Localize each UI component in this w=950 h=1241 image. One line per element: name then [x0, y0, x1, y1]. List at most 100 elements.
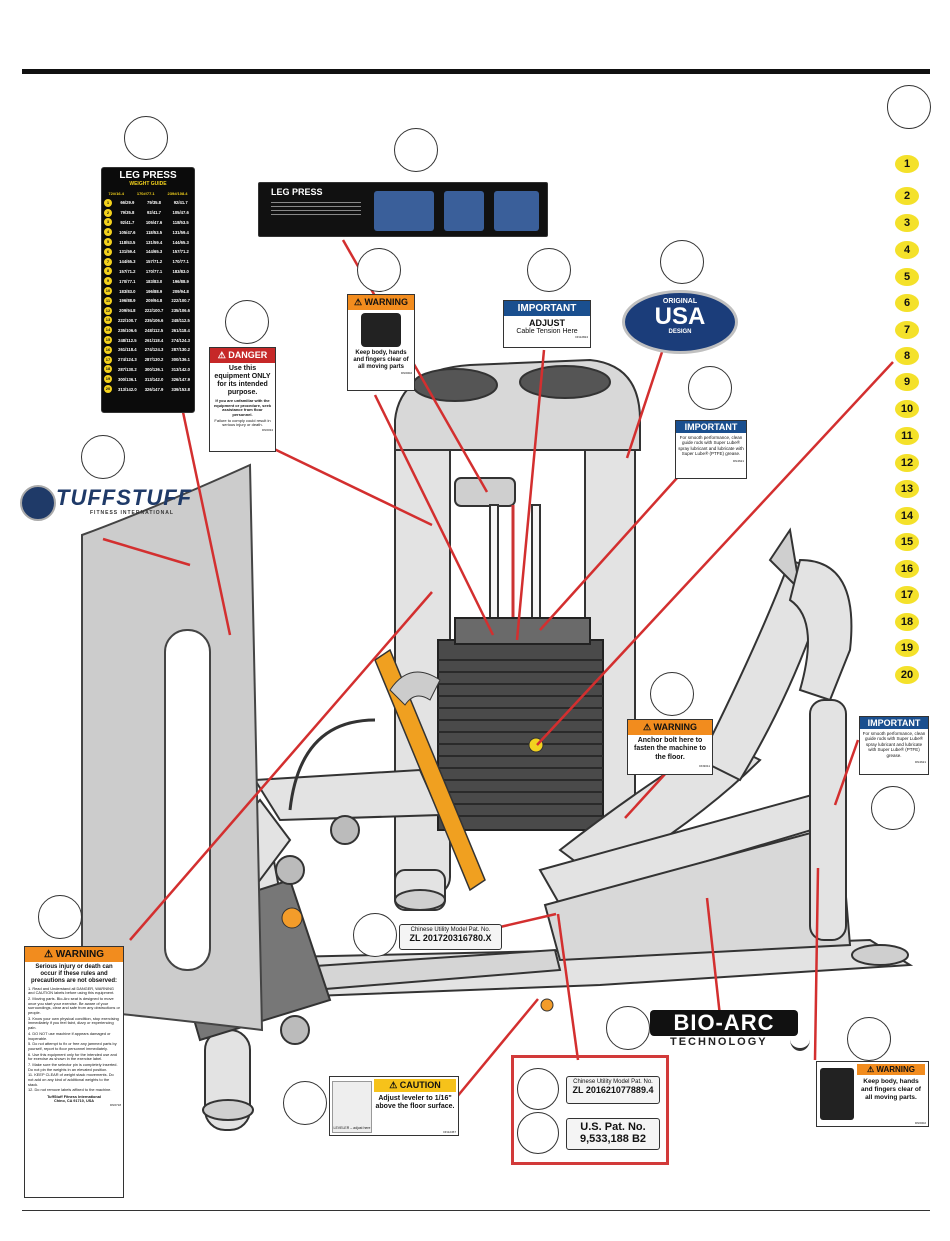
patent-line2: ZL 201720316780.X — [409, 933, 492, 943]
warning-text: Anchor bolt here to fasten the machine t… — [634, 737, 706, 761]
chart-cell: 170/77.1 — [145, 268, 163, 274]
warning-rule-item: 5. Do not attempt to fix or free any jam… — [28, 1041, 117, 1051]
chart-cell: 248/112.5 — [144, 327, 164, 333]
chart-row-number: 19 — [104, 375, 112, 384]
chart-cell: 209/94.8 — [119, 308, 136, 314]
chart-cell: 287/130.2 — [171, 347, 190, 353]
exercise-figure — [494, 191, 539, 231]
callout-circle — [517, 1068, 559, 1110]
chart-cell: 92/41.7 — [120, 219, 135, 225]
patent-label-cn-2: Chinese Utility Model Pat. No. ZL 201621… — [566, 1076, 660, 1104]
tuffstuff-emblem-icon — [20, 485, 56, 521]
caution-header: ⚠ CAUTION — [374, 1079, 456, 1092]
warning-triangle-icon: ⚠ — [866, 1065, 875, 1074]
usa-design-badge: ORIGINAL USA DESIGN — [622, 290, 738, 354]
callout-circle — [660, 240, 704, 284]
important-lube-label: IMPORTANT For smooth performance, clean … — [859, 716, 929, 775]
chart-cell: 118/53.5 — [145, 229, 163, 235]
danger-label: ⚠ DANGER Use this equipment ONLY for its… — [209, 347, 276, 452]
leveler-label: LEVELER – adjust here — [333, 1126, 371, 1130]
callout-circle — [606, 1006, 650, 1050]
warning-rule-item: 1. Read and Understand all DANGER, WARNI… — [28, 985, 115, 996]
important-text: For smooth performance, clean guide rods… — [862, 731, 926, 758]
tuffstuff-name: TUFFSTUFF — [56, 485, 193, 510]
chart-row-number: 2 — [104, 208, 112, 217]
number-badge: 3 — [895, 214, 919, 232]
chart-cell: 144/65.3 — [119, 259, 136, 265]
chart-cell: 313/142.0 — [144, 376, 164, 382]
important-text: For smooth performance, clean guide rods… — [678, 435, 744, 457]
important-header: IMPORTANT — [504, 301, 590, 316]
chart-cell: 196/88.9 — [119, 298, 136, 304]
label-code: DN6002 — [914, 1121, 926, 1125]
chart-cell: 144/65.3 — [145, 249, 163, 255]
important-header: IMPORTANT — [860, 717, 928, 729]
tuffstuff-logo: TUFFSTUFF FITNESS INTERNATIONAL — [20, 483, 191, 521]
warning-rule-item: 3. Know your own physical condition, sto… — [28, 1015, 119, 1031]
chart-cell: 235/106.6 — [171, 308, 190, 314]
warning-rule-item: 11. KEEP CLEAR of weight stack movements… — [28, 1072, 114, 1087]
warning-rule-item: 7. Make sure the selector pin is complet… — [28, 1061, 118, 1072]
warning-footer1: TuffStuff Fitness International — [47, 1095, 101, 1100]
chart-row-number: 17 — [104, 355, 112, 364]
callout-circle — [887, 85, 931, 129]
chart-col-header: 72#/16.4 — [108, 191, 124, 196]
chart-row-number: 16 — [104, 345, 112, 354]
patent-label-cn-1: Chinese Utility Model Pat. No. ZL 201720… — [399, 924, 502, 950]
number-badge: 9 — [895, 373, 919, 391]
warning-anchor-label: ⚠ WARNING Anchor bolt here to fasten the… — [627, 719, 713, 775]
warning-label-hands: ⚠ WARNING Keep body, hands and fingers c… — [347, 294, 415, 391]
chart-cell: 170/77.1 — [119, 278, 136, 284]
chart-cell: 105/47.6 — [119, 229, 136, 235]
patent-line2: 9,533,188 B2 — [579, 1133, 647, 1145]
warning-rule-item: 6. Use this equipment only for the inten… — [28, 1051, 117, 1062]
usa-main: USA — [654, 303, 706, 330]
bio-arc-logo: BIO-ARC TECHNOLOGY — [650, 1010, 810, 1052]
chart-row-number: 9 — [104, 277, 112, 286]
chart-cell: 287/130.2 — [144, 357, 164, 363]
bio-arc-line2: TECHNOLOGY — [670, 1036, 768, 1048]
chart-cell: 248/112.5 — [171, 317, 190, 323]
number-badge: 4 — [895, 241, 919, 259]
chart-row-number: 13 — [104, 316, 112, 325]
number-badge: 18 — [895, 613, 919, 631]
warning-hands-label-2: ⚠ WARNING Keep body, hands and fingers c… — [816, 1061, 929, 1127]
chart-col-header: 170#/77.1 — [136, 191, 155, 196]
chart-cell: 261/118.4 — [171, 327, 190, 333]
chart-row-number: 8 — [104, 267, 112, 276]
callout-circle — [394, 128, 438, 172]
chart-cell: 235/106.6 — [144, 317, 164, 323]
number-badge: 12 — [895, 454, 919, 472]
chart-row-number: 10 — [104, 287, 112, 296]
danger-header: ⚠ DANGER — [210, 348, 275, 363]
caution-text: Adjust leveler to 1/16" above the floor … — [375, 1095, 455, 1111]
chart-row-number: 6 — [104, 247, 112, 256]
danger-triangle-icon: ⚠ — [217, 350, 226, 360]
important-header: IMPORTANT — [676, 421, 746, 433]
chart-cell: 313/142.0 — [171, 366, 190, 372]
patent-label-us: U.S. Pat. No. 9,533,188 B2 — [566, 1118, 660, 1150]
chart-row-number: 7 — [104, 257, 112, 266]
chart-cell: 131/59.4 — [172, 229, 189, 235]
warning-triangle-icon: ⚠ — [43, 949, 53, 960]
chart-row-number: 15 — [104, 336, 112, 345]
patent-line1: U.S. Pat. No. — [580, 1121, 646, 1133]
chart-cell: 131/59.4 — [145, 239, 163, 245]
label-code: DN4621 — [914, 759, 926, 764]
warning-text: Keep body, hands and fingers clear of al… — [861, 1078, 921, 1101]
chart-cell: 92/41.7 — [173, 200, 188, 206]
chart-cell: 79/35.8 — [120, 210, 135, 216]
